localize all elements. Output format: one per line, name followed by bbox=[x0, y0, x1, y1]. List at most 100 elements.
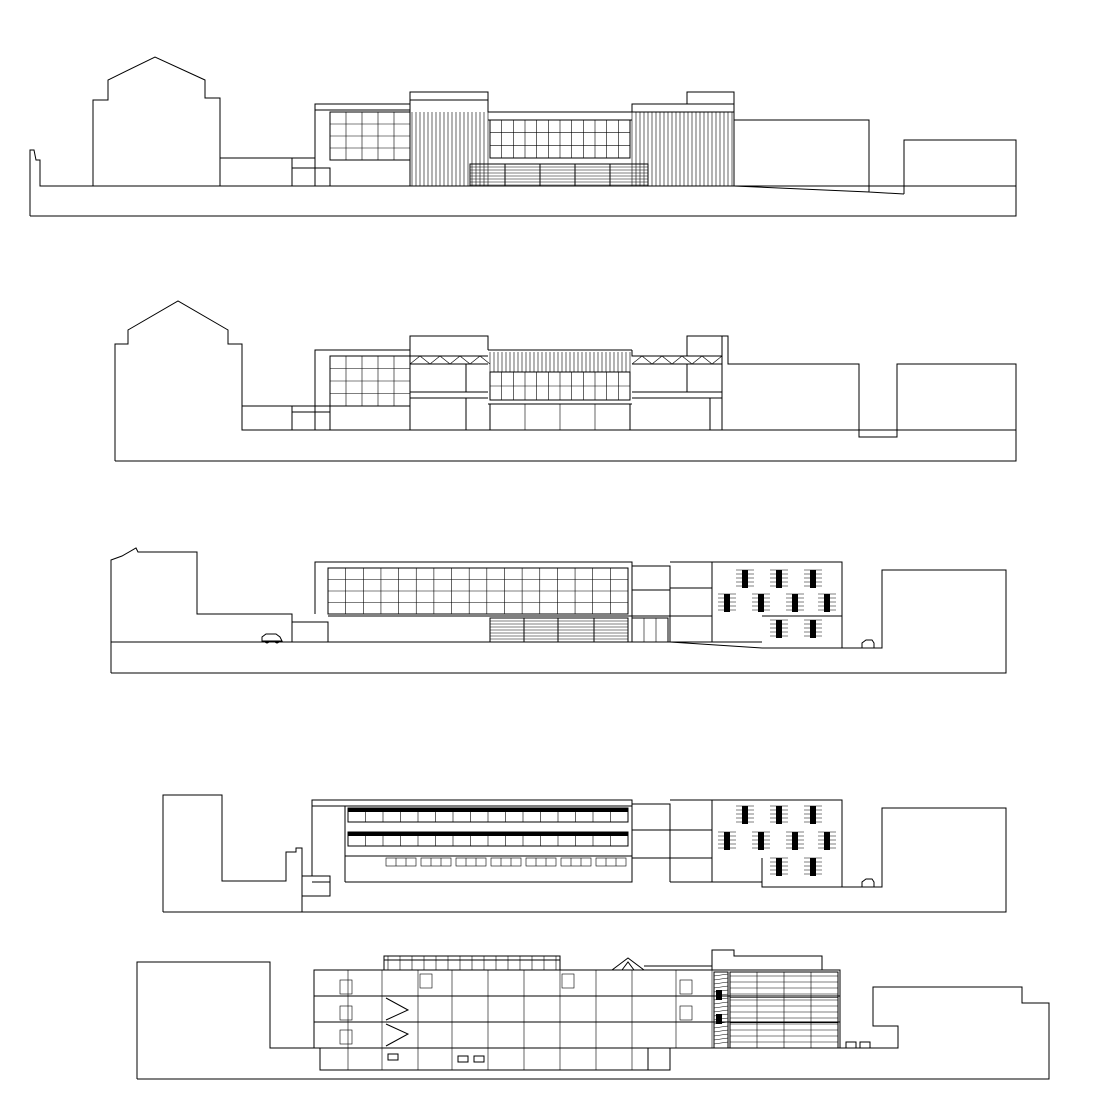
e2-truss-web bbox=[701, 355, 713, 365]
s5-opening bbox=[339, 979, 353, 995]
elev2-vertical-fins-center bbox=[489, 352, 631, 372]
elev3-car-left bbox=[261, 633, 283, 644]
e4-small-window bbox=[455, 857, 487, 867]
e3-balcony-column bbox=[810, 570, 816, 588]
e2-truss-web bbox=[671, 355, 683, 365]
e4-balcony-column bbox=[758, 832, 764, 850]
section-ground-outline bbox=[136, 961, 1050, 1080]
elev4-ground-outline bbox=[162, 794, 1007, 913]
elev1-window-grid-center bbox=[489, 119, 631, 159]
elev2-low-annex bbox=[242, 405, 331, 430]
s5-opening bbox=[339, 1029, 353, 1045]
s5-stair-tread bbox=[713, 1025, 729, 1029]
s5-stair-tread bbox=[713, 977, 729, 981]
e4-balcony-column bbox=[824, 832, 830, 850]
e2-truss-web bbox=[409, 355, 421, 365]
s5-stair-tread bbox=[713, 1001, 729, 1005]
s5-car-body bbox=[473, 1055, 485, 1063]
e4-small-window bbox=[560, 857, 592, 867]
elevation-4 bbox=[162, 794, 1007, 913]
e3-balcony-column bbox=[776, 620, 782, 638]
s5-opening bbox=[339, 1005, 353, 1021]
s5-stair-tread bbox=[713, 981, 729, 985]
elev1-right-volume bbox=[733, 119, 905, 195]
s5-car-body bbox=[845, 1041, 857, 1049]
elev1-left-gabled-building bbox=[92, 56, 221, 186]
section-right-wing-floors bbox=[729, 971, 839, 1049]
e4-balcony-column bbox=[810, 858, 816, 876]
elev1-vertical-fins-left bbox=[411, 112, 489, 186]
elev2-window-grid-center bbox=[489, 371, 631, 401]
elev2-window-grid-left bbox=[329, 355, 411, 407]
elev3-ground-louvres bbox=[489, 617, 669, 643]
e2-truss-web bbox=[459, 355, 471, 365]
e4-balcony-column bbox=[776, 858, 782, 876]
elev4-car bbox=[861, 878, 875, 888]
s5-stair-tread bbox=[713, 1037, 729, 1041]
elev4-entrance bbox=[302, 875, 331, 897]
e1-louvre-frame bbox=[469, 163, 649, 187]
e2-truss-web bbox=[479, 355, 491, 365]
elev2-roof-truss-left bbox=[409, 355, 491, 365]
s5-stair-tread bbox=[713, 985, 729, 989]
e4-balcony-column bbox=[724, 832, 730, 850]
e4-small-window bbox=[490, 857, 522, 867]
section-parked-cars bbox=[387, 1041, 871, 1063]
e3-balcony-column bbox=[824, 594, 830, 612]
s5-opening bbox=[679, 979, 693, 995]
e2-truss-web bbox=[691, 355, 703, 365]
elev1-ground-outline bbox=[29, 139, 1017, 217]
elev4-main-block bbox=[302, 799, 843, 888]
section-main-frame bbox=[313, 969, 841, 1071]
e4-balcony-column bbox=[810, 806, 816, 824]
e2-truss-web bbox=[711, 355, 723, 365]
elev1-vertical-fins-right bbox=[631, 112, 733, 186]
e3-balcony-column bbox=[776, 570, 782, 588]
elev1-window-grid-left bbox=[329, 111, 411, 161]
s5-stair-tread bbox=[713, 1029, 729, 1033]
s5-car-body bbox=[387, 1053, 399, 1061]
e2-truss-web bbox=[429, 355, 441, 365]
elev4-balcony-rails bbox=[718, 805, 836, 876]
elev3-ground-outline bbox=[110, 547, 1007, 674]
e4-small-window bbox=[385, 857, 417, 867]
s5-opening bbox=[561, 973, 575, 989]
e2-truss-web bbox=[631, 355, 643, 365]
s5-car-body bbox=[859, 1041, 871, 1049]
elev1-ground-louvres bbox=[469, 163, 649, 187]
section-roof-fins bbox=[387, 956, 557, 970]
elevation-3 bbox=[110, 547, 1007, 674]
elev3-balcony-rails bbox=[718, 569, 836, 638]
s5-stair-tread bbox=[713, 1009, 729, 1013]
e4-balcony-column bbox=[742, 806, 748, 824]
section-structural-grid bbox=[339, 970, 713, 1070]
e3-balcony-column bbox=[792, 594, 798, 612]
e4-balcony-column bbox=[776, 806, 782, 824]
elev4-ground-windows bbox=[385, 857, 627, 867]
s5-opening bbox=[679, 1005, 693, 1021]
e2-truss-web bbox=[439, 355, 451, 365]
e2-truss-web bbox=[681, 355, 693, 365]
e4-small-window bbox=[420, 857, 452, 867]
elev1-low-annex bbox=[220, 157, 331, 186]
elev3-car-right bbox=[861, 639, 875, 649]
elev3-main-block bbox=[314, 561, 843, 649]
elevation-1 bbox=[29, 56, 1017, 217]
elev2-ground-bays bbox=[489, 403, 631, 431]
s5-stair-tread bbox=[713, 1005, 729, 1009]
e2-truss-web bbox=[661, 355, 673, 365]
e4-small-window bbox=[595, 857, 627, 867]
section-roof-lantern bbox=[383, 949, 823, 971]
s5-stair-landing bbox=[716, 1014, 722, 1024]
s5-stair-tread bbox=[713, 973, 729, 977]
s5-stair-tread bbox=[713, 1033, 729, 1037]
e3-balcony-column bbox=[758, 594, 764, 612]
e2-truss-web bbox=[651, 355, 663, 365]
e4-balcony-column bbox=[792, 832, 798, 850]
e2-truss-web bbox=[449, 355, 461, 365]
elev2-main-block bbox=[314, 335, 723, 430]
e2-truss-web bbox=[469, 355, 481, 365]
e3-balcony-column bbox=[724, 594, 730, 612]
